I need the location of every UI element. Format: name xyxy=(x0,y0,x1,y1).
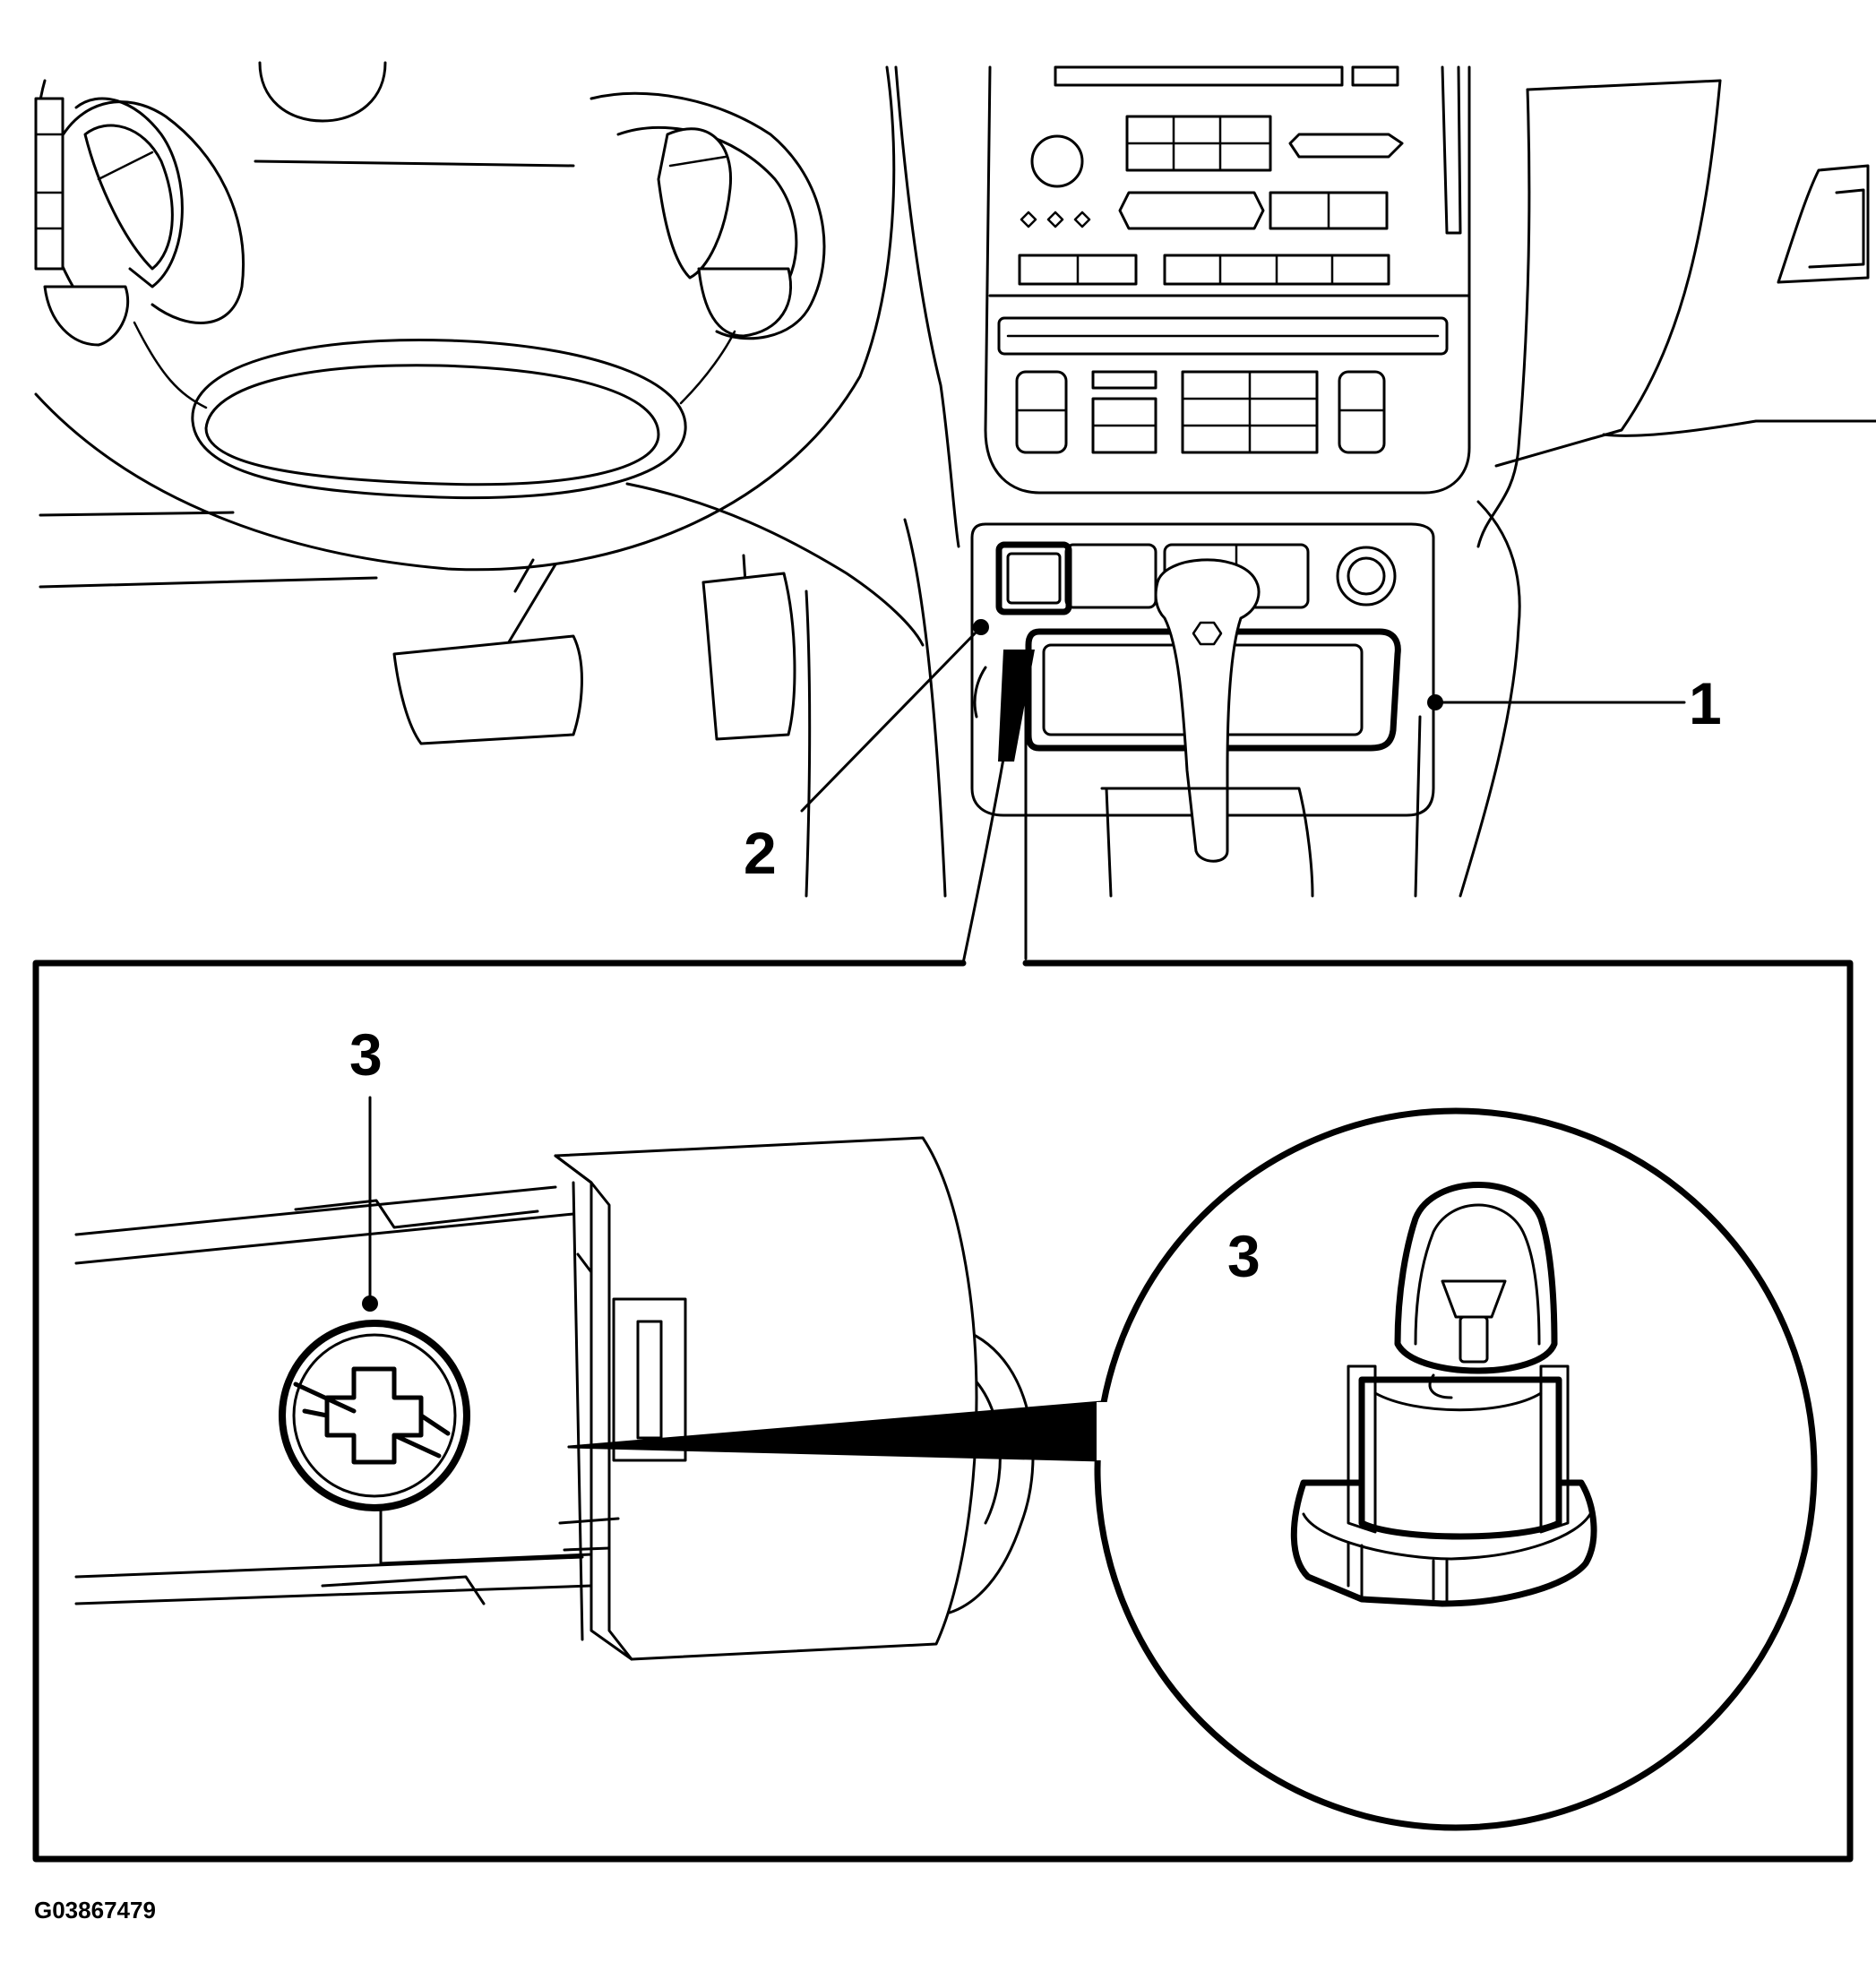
callout-label-1: 1 xyxy=(1689,670,1722,736)
dashboard-view: 1 2 xyxy=(34,61,1876,965)
callout-label-3-detail: 3 xyxy=(1227,1223,1261,1289)
bulb-with-socket xyxy=(1290,1182,1597,1607)
center-console xyxy=(894,65,1471,965)
steering-wheel xyxy=(34,61,896,572)
bulb-holder-screw-head xyxy=(279,1096,470,1511)
figure-id: G03867479 xyxy=(34,1897,156,1924)
callout-2-leader xyxy=(800,625,983,813)
callout-label-2: 2 xyxy=(744,820,777,886)
callout-leaders xyxy=(800,619,1686,813)
right-dash xyxy=(1414,79,1876,898)
pedals xyxy=(39,482,947,898)
callout-label-3-inset: 3 xyxy=(349,1021,383,1088)
inset-detail-panel: 3 3 xyxy=(32,960,1854,1863)
switch-housing xyxy=(74,1136,1104,1661)
inset-frame xyxy=(32,960,1854,1863)
bulb-detail-circle xyxy=(1094,1107,1818,1831)
